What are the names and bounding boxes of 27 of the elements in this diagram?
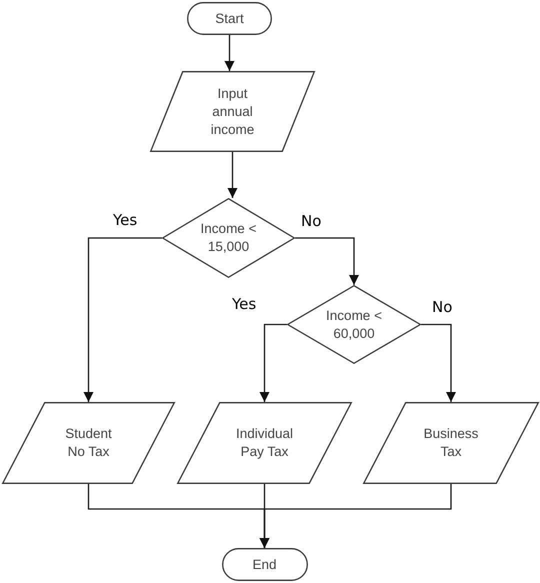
arrow	[260, 484, 452, 548]
arrow	[228, 152, 238, 198]
node-label: Student No Tax	[64, 425, 113, 461]
node-label: Individual Pay Tax	[234, 425, 294, 461]
arrow	[295, 237, 359, 285]
arrow	[84, 237, 162, 402]
node-label: Business Tax	[422, 425, 480, 461]
edge-label: No	[301, 212, 322, 230]
arrow	[421, 324, 456, 402]
decision-diamond	[287, 285, 421, 364]
io-parallelogram	[150, 71, 315, 152]
edge-label: Yes	[113, 211, 138, 229]
io-parallelogram	[177, 402, 352, 484]
node-label: Income < 60,000	[325, 306, 383, 342]
edge-label: Yes	[232, 295, 256, 313]
io-parallelogram	[2, 402, 175, 484]
node-label: Input annual income	[210, 84, 256, 138]
arrow	[260, 324, 287, 402]
node-label: Start	[215, 10, 244, 28]
terminator-box	[222, 548, 308, 581]
io-parallelogram	[363, 402, 539, 484]
terminator-box	[187, 2, 272, 35]
arrow	[224, 35, 234, 71]
node-label: End	[252, 556, 277, 574]
edge-label: No	[432, 298, 452, 316]
decision-diamond	[162, 198, 295, 278]
node-label: Income < 15,000	[200, 220, 258, 256]
